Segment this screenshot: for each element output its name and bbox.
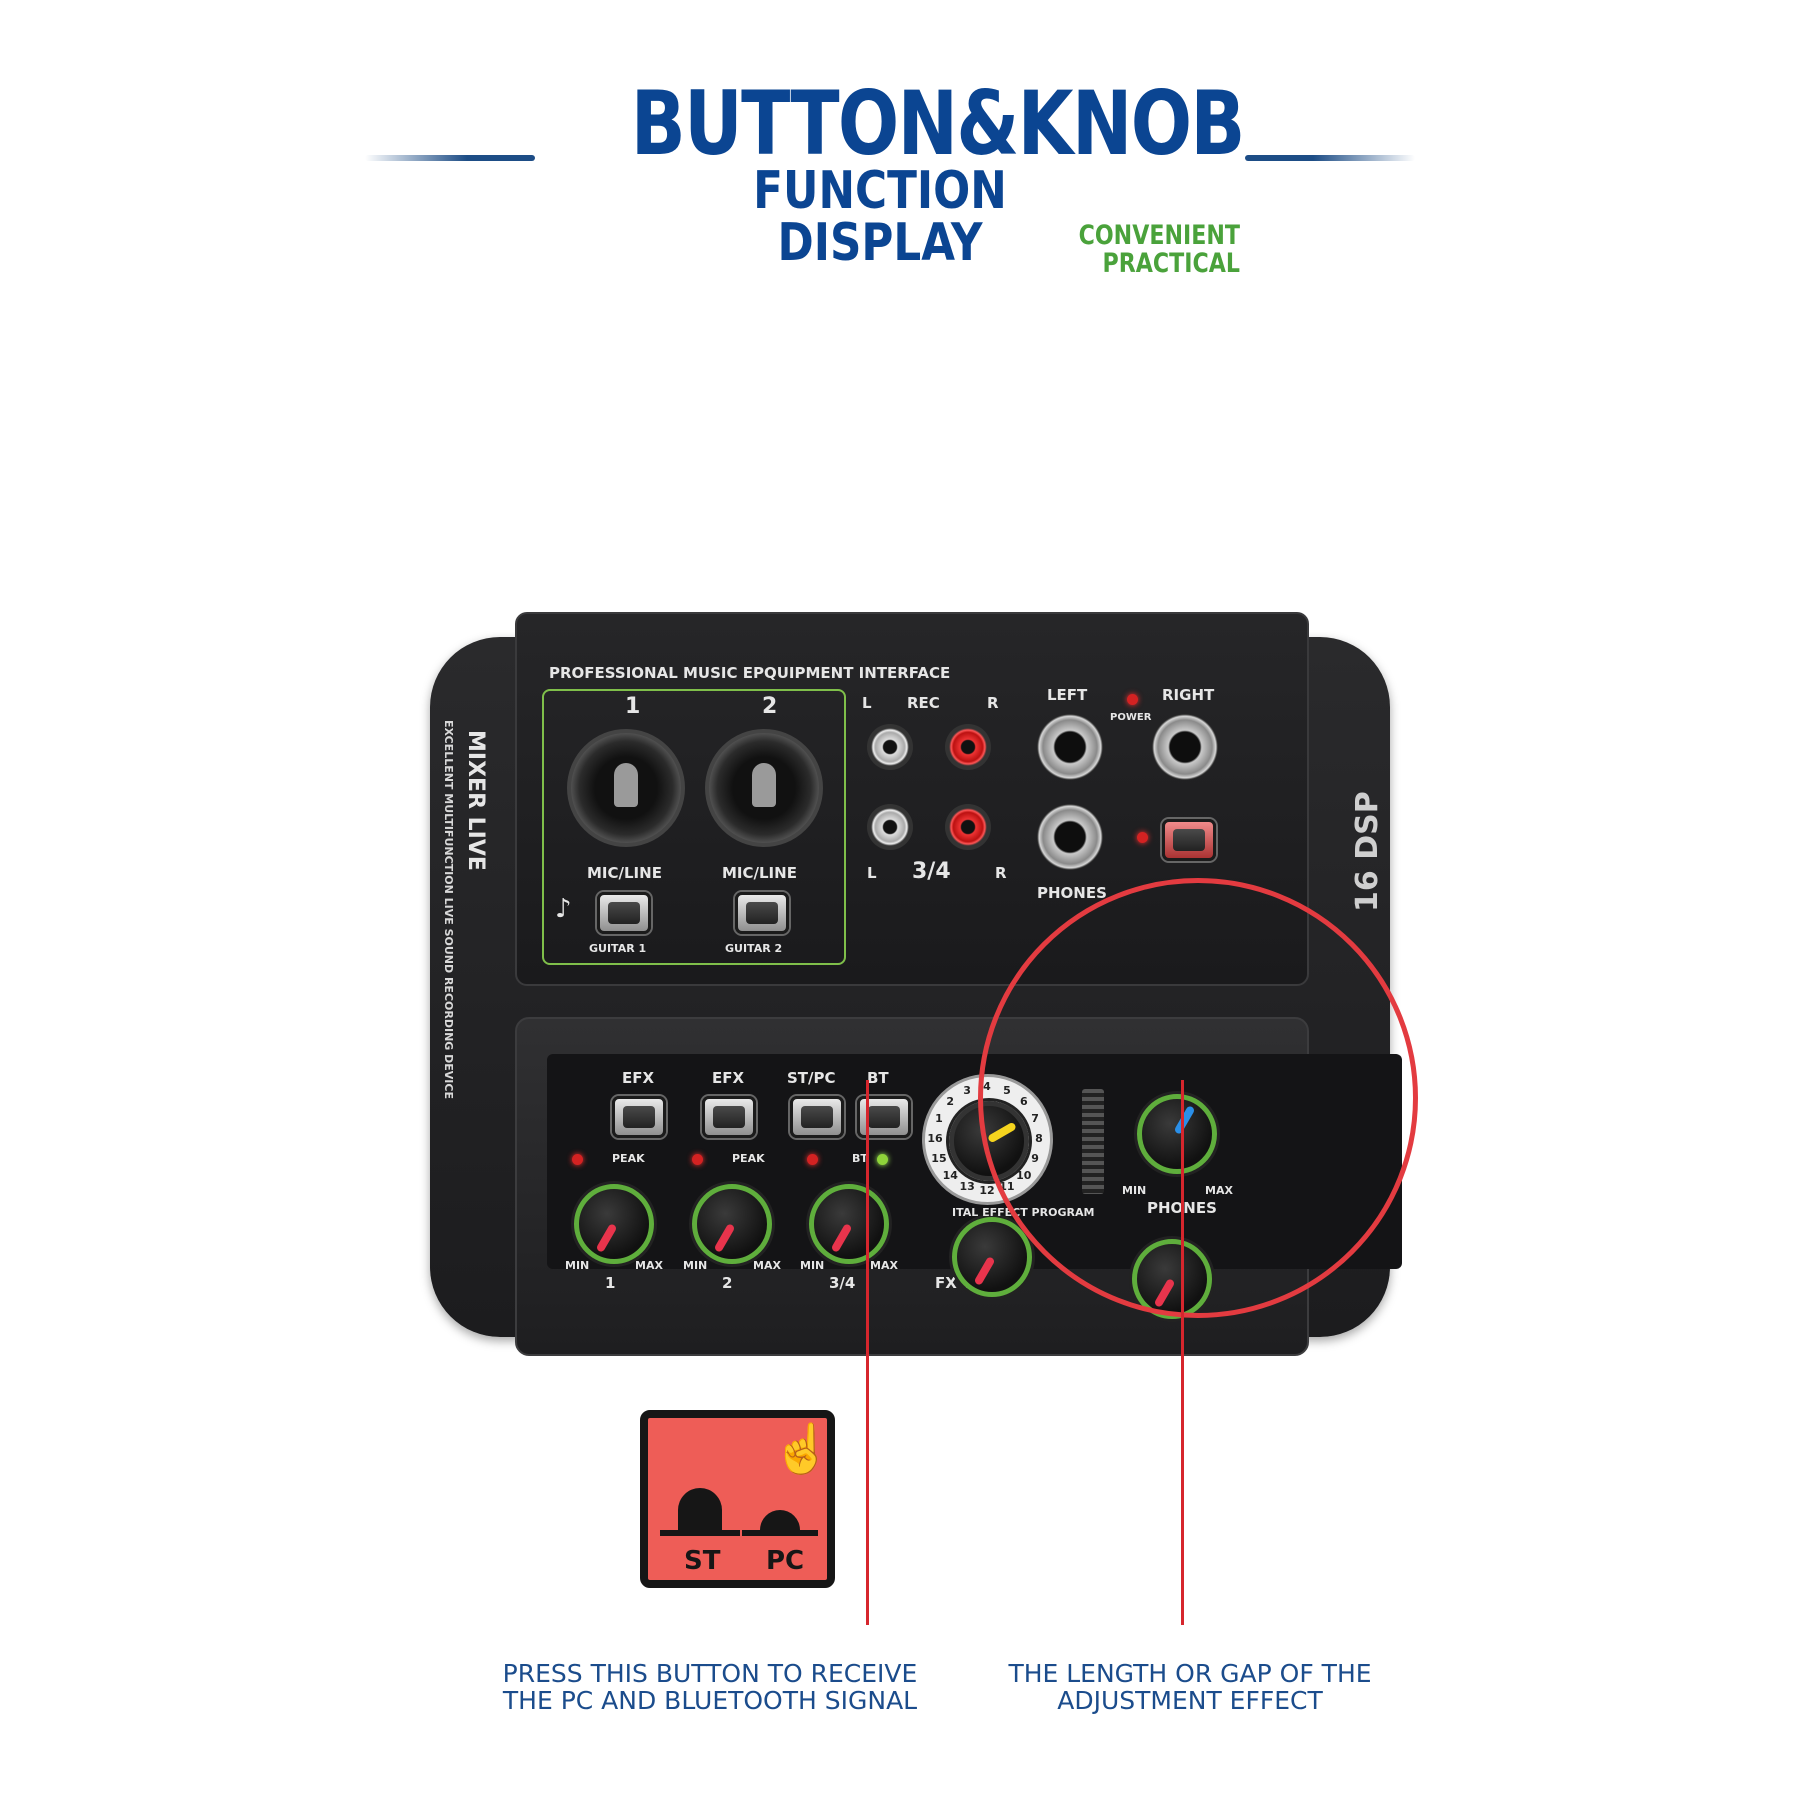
pc-switch-icon (760, 1510, 800, 1532)
bt-led-label: BT (852, 1152, 868, 1165)
stpc-icon: ☝ ST PC (640, 1410, 835, 1588)
rec-r-jack[interactable] (945, 724, 991, 770)
mic-section (542, 689, 846, 965)
knob34-label: 3/4 (829, 1274, 856, 1292)
knob34-min: MIN (800, 1259, 825, 1272)
caption-right-line2: ADJUSTMENT EFFECT (1057, 1686, 1323, 1715)
top-panel: PROFESSIONAL MUSIC EPQUIPMENT INTERFACE … (515, 612, 1309, 986)
guitar1-label: GUITAR 1 (589, 942, 647, 955)
phantom-led (1137, 832, 1148, 843)
magnifier-highlight (978, 878, 1418, 1318)
dial-number: 1 (935, 1112, 943, 1126)
in34-r-label: R (995, 864, 1007, 882)
fx-volume-knob[interactable] (952, 1217, 1032, 1297)
dial-number: 15 (931, 1151, 947, 1165)
bt-label: BT (867, 1069, 889, 1087)
dial-number: 3 (963, 1083, 971, 1097)
knob1-max: MAX (635, 1259, 663, 1272)
power-label: POWER (1110, 712, 1152, 723)
pc-label: PC (766, 1546, 805, 1576)
in34-l-jack[interactable] (867, 804, 913, 850)
micline1-label: MIC/LINE (587, 864, 662, 882)
in34-r-jack[interactable] (945, 804, 991, 850)
phones-top-label: PHONES (1037, 884, 1107, 902)
page-title: BUTTON&KNOB (630, 72, 1246, 175)
efx1-button[interactable] (612, 1096, 666, 1138)
caption-right-line1: THE LENGTH OR GAP OF THE (1008, 1659, 1372, 1688)
knob34-max: MAX (870, 1259, 898, 1272)
rec-label: REC (907, 694, 940, 712)
bt-led (877, 1154, 888, 1165)
guitar2-button[interactable] (735, 892, 789, 934)
brand-right: 16 DSP (1350, 791, 1385, 912)
micline2-label: MIC/LINE (722, 864, 797, 882)
header-line-right (1245, 155, 1415, 161)
brand-left: MIXER LIVE (463, 730, 488, 871)
knob1-min: MIN (565, 1259, 590, 1272)
caption-right: THE LENGTH OR GAP OF THE ADJUSTMENT EFFE… (980, 1660, 1400, 1714)
right-out-label: RIGHT (1162, 686, 1215, 704)
stpc-label: ST/PC (787, 1069, 836, 1087)
gain-knob-1[interactable] (574, 1184, 654, 1264)
panel-title: PROFESSIONAL MUSIC EPQUIPMENT INTERFACE (549, 664, 951, 682)
knob1-label: 1 (605, 1274, 616, 1292)
peak34-led (807, 1154, 818, 1165)
peak2-led (692, 1154, 703, 1165)
phantom-button[interactable] (1162, 819, 1216, 861)
caption-left-line1: PRESS THIS BUTTON TO RECEIVE (502, 1659, 918, 1688)
guitar1-button[interactable] (597, 892, 651, 934)
callout-line-slider (1181, 1080, 1184, 1625)
gain-knob-34[interactable] (809, 1184, 889, 1264)
st-label: ST (684, 1546, 721, 1576)
phones-jack[interactable] (1037, 804, 1103, 870)
header-line-left (365, 155, 535, 161)
page-subtitle: FUNCTION DISPLAY (753, 161, 1007, 273)
rec-r-label: R (987, 694, 999, 712)
right-out-jack[interactable] (1152, 714, 1218, 780)
left-out-jack[interactable] (1037, 714, 1103, 780)
caption-left: PRESS THIS BUTTON TO RECEIVE THE PC AND … (460, 1660, 960, 1714)
ch1-label: 1 (625, 694, 641, 719)
in34-label: 3/4 (912, 859, 951, 884)
efx1-label: EFX (622, 1069, 655, 1087)
xlr-input-2[interactable] (705, 729, 823, 847)
efx2-label: EFX (712, 1069, 745, 1087)
efx2-button[interactable] (702, 1096, 756, 1138)
guitar-icon: ♪ (555, 894, 572, 924)
finger-press-icon: ☝ (772, 1423, 832, 1476)
tag-practical: PRACTICAL (1102, 248, 1240, 279)
dial-number: 12 (979, 1184, 995, 1197)
caption-left-line2: THE PC AND BLUETOOTH SIGNAL (502, 1686, 918, 1715)
peak1-label: PEAK (612, 1152, 645, 1165)
knob2-label: 2 (722, 1274, 733, 1292)
tag-convenient: CONVENIENT (1078, 220, 1240, 251)
dial-number: 16 (927, 1132, 943, 1145)
dial-number: 14 (942, 1168, 958, 1182)
rec-l-jack[interactable] (867, 724, 913, 770)
peak1-led (572, 1154, 583, 1165)
callout-line-stpc (866, 1080, 869, 1625)
tagline-left: EXCELLENT MULTIFUNCTION LIVE SOUND RECOR… (442, 720, 455, 1099)
rec-l-label: L (862, 694, 872, 712)
dial-number: 13 (959, 1180, 975, 1194)
knob2-min: MIN (683, 1259, 708, 1272)
in34-l-label: L (867, 864, 877, 882)
stpc-button[interactable] (790, 1096, 844, 1138)
gain-knob-2[interactable] (692, 1184, 772, 1264)
guitar2-label: GUITAR 2 (725, 942, 783, 955)
dial-number: 2 (946, 1095, 955, 1109)
knob2-max: MAX (753, 1259, 781, 1272)
peak2-label: PEAK (732, 1152, 765, 1165)
xlr-input-1[interactable] (567, 729, 685, 847)
st-switch-icon (678, 1488, 722, 1532)
ch2-label: 2 (762, 694, 778, 719)
left-out-label: LEFT (1047, 686, 1088, 704)
power-led (1127, 694, 1138, 705)
st-base (660, 1530, 740, 1536)
pc-base (742, 1530, 818, 1536)
